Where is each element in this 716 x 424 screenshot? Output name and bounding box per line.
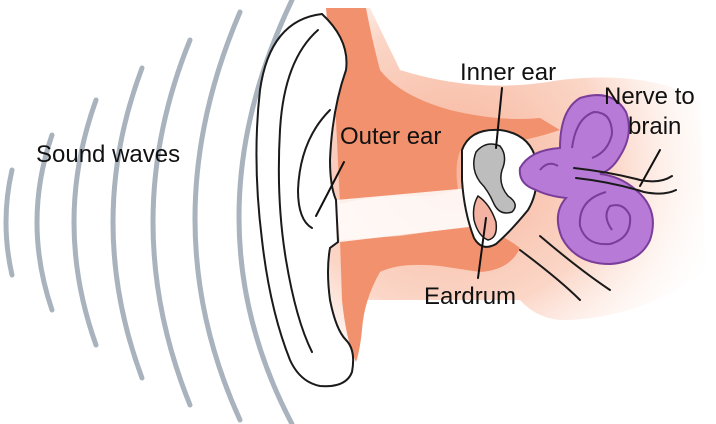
label-eardrum: Eardrum — [424, 283, 516, 310]
sound-wave-4 — [113, 68, 142, 378]
sound-wave-6 — [195, 12, 240, 420]
label-inner-ear: Inner ear — [460, 59, 556, 86]
sound-wave-1 — [6, 170, 12, 275]
label-outer-ear: Outer ear — [340, 123, 441, 150]
label-nerve-line2: brain — [628, 113, 681, 140]
label-nerve-line1: Nerve to — [604, 83, 695, 110]
sound-wave-3 — [74, 100, 96, 345]
label-sound-waves: Sound waves — [36, 141, 180, 168]
sound-wave-5 — [153, 40, 190, 405]
